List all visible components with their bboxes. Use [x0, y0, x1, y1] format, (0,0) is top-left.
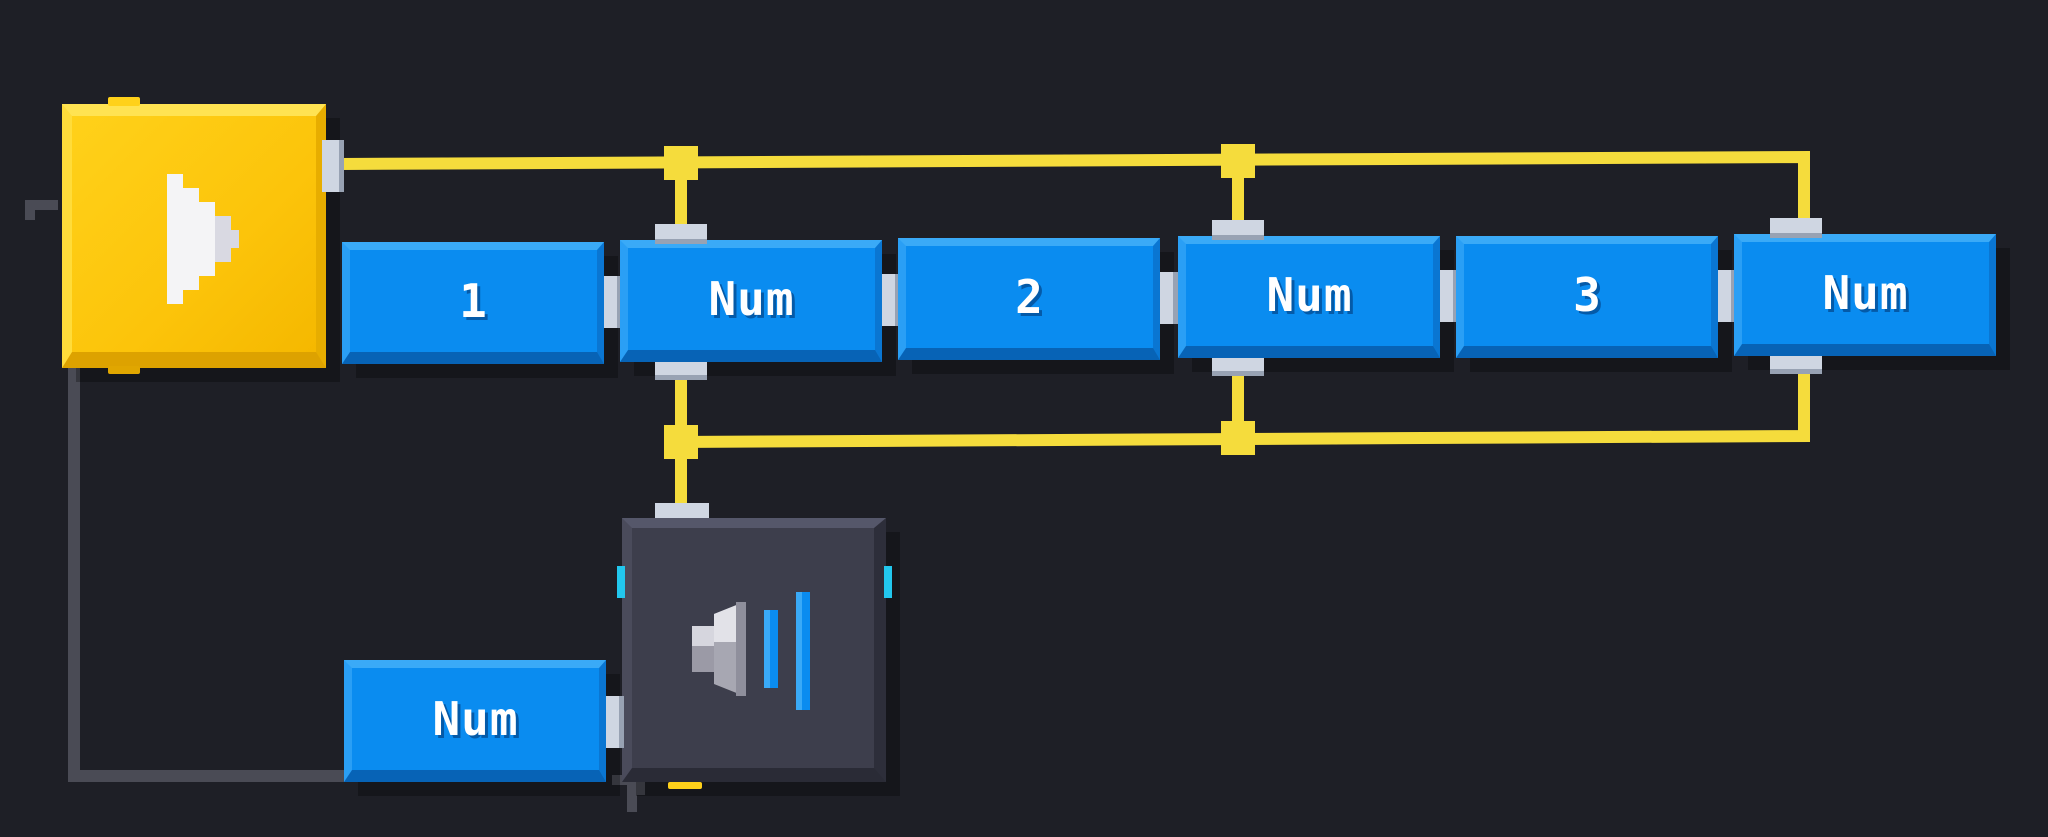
sound-bottom-nub — [668, 782, 702, 789]
sound-left-port[interactable] — [617, 566, 625, 598]
start-output-port[interactable] — [322, 140, 344, 192]
chain-connector — [1718, 270, 1736, 322]
num-variable-block[interactable]: Num — [1178, 236, 1440, 358]
num-bottom-port[interactable] — [1770, 356, 1822, 374]
wire-junction — [1221, 144, 1255, 178]
number-block-label: 3 — [1573, 268, 1602, 322]
chain-connector — [1160, 272, 1178, 324]
play-icon — [167, 174, 239, 304]
sound-block[interactable] — [622, 518, 886, 782]
num-bottom-port[interactable] — [1212, 358, 1264, 376]
bottom-wire — [674, 368, 1810, 448]
number-block-label: 2 — [1015, 270, 1044, 324]
num-bottom-port[interactable] — [655, 362, 707, 380]
wire-junction — [1221, 421, 1255, 455]
sound-right-port[interactable] — [884, 566, 892, 598]
num-top-port[interactable] — [655, 224, 707, 244]
start-block-bottom-nub — [108, 366, 140, 374]
number-block-label: 1 — [459, 274, 488, 328]
wire-junction — [664, 425, 698, 459]
num-top-port[interactable] — [1770, 218, 1822, 238]
start-block-top-nub — [108, 97, 140, 106]
top-wire — [339, 150, 1810, 225]
num-variable-label: Num — [1266, 268, 1353, 322]
num-output-port[interactable] — [606, 696, 624, 748]
num-variable-block[interactable]: Num — [344, 660, 606, 782]
number-block[interactable]: 2 — [898, 238, 1160, 360]
wire-junction — [664, 146, 698, 180]
chain-connector — [882, 274, 900, 326]
chain-connector — [604, 276, 622, 328]
number-block[interactable]: 1 — [342, 242, 604, 364]
num-variable-label: Num — [708, 272, 795, 326]
speaker-icon — [692, 592, 810, 710]
num-variable-block[interactable]: Num — [1734, 234, 1996, 356]
return-wire-end — [612, 775, 645, 812]
start-block[interactable] — [62, 104, 326, 368]
num-variable-label: Num — [432, 692, 519, 746]
chain-connector — [1440, 270, 1458, 322]
num-variable-block[interactable]: Num — [620, 240, 882, 362]
return-wire-stub — [25, 200, 58, 220]
number-block[interactable]: 3 — [1456, 236, 1718, 358]
num-top-port[interactable] — [1212, 220, 1264, 240]
num-variable-label: Num — [1822, 266, 1909, 320]
return-wire — [68, 368, 348, 782]
